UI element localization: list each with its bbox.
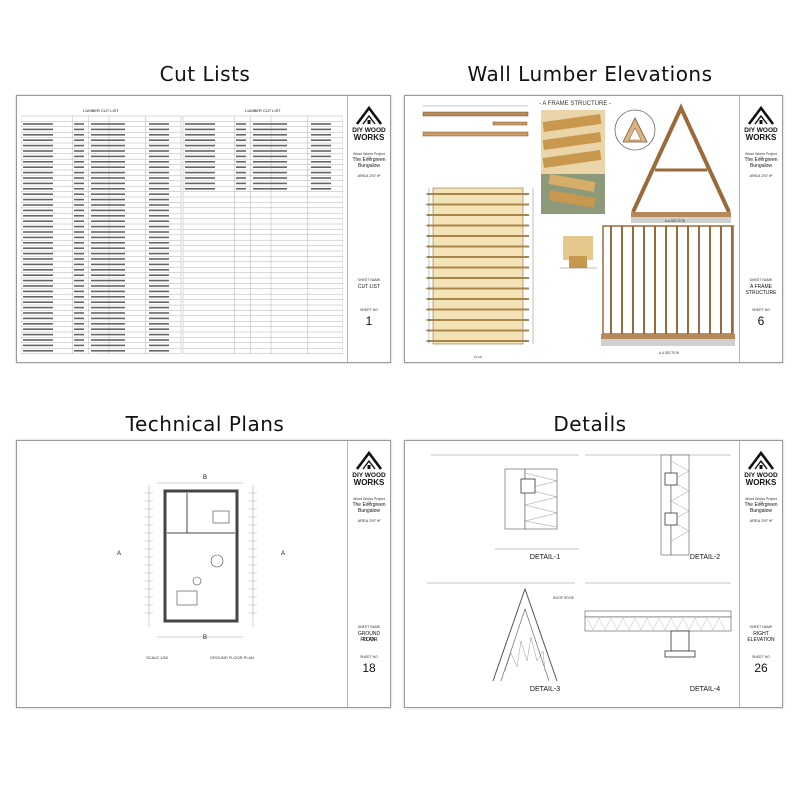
sheet-name-line1: RIGHT bbox=[753, 631, 769, 637]
plan-scale: SCALE 1/50 bbox=[146, 655, 169, 660]
heading-technical-plans: Technical Plans bbox=[125, 412, 285, 436]
details-sheet: ROOF EDGE DETAIL-1 DETAIL-2 DETAIL-3 DET… bbox=[404, 440, 783, 708]
section-marker-a-right: A bbox=[281, 551, 285, 557]
ground-floor-plan-sheet: B B A A SCALE 1/50 GROUND FLOOR PLAN DIY… bbox=[16, 440, 391, 708]
project-area: AREA 297 ft² bbox=[749, 518, 773, 523]
detail-4-drawing bbox=[584, 582, 732, 658]
a-frame-drawing: - A FRAME STRUCTURE - PLAN A-A SECTION A… bbox=[422, 101, 735, 359]
project-prefix: Wood Works Project Of bbox=[745, 497, 777, 505]
joinery-render bbox=[541, 110, 605, 214]
project-prefix: Wood Works Project Of bbox=[353, 152, 385, 160]
plan-title: GROUND FLOOR PLAN bbox=[210, 655, 254, 660]
drawing-title: - A FRAME STRUCTURE - bbox=[539, 101, 611, 107]
project-prefix: Wood Works Project Of bbox=[353, 497, 385, 505]
detail-2-drawing bbox=[585, 454, 731, 556]
sheet-number: 1 bbox=[365, 314, 373, 328]
table-title-right: LUMBER CUT LIST bbox=[245, 108, 281, 113]
sheet-number: 26 bbox=[754, 661, 768, 675]
sheet-name-line2: ELEVATION bbox=[747, 637, 775, 643]
plan-walls bbox=[163, 489, 239, 623]
sheet-name-line1: GROUND FLOOR bbox=[357, 631, 381, 643]
project-name-2: Bungalow bbox=[358, 508, 380, 514]
project-name-2: Bungalow bbox=[750, 163, 772, 169]
sheet-name-label: SHEET NAME bbox=[749, 278, 773, 282]
project-name-2: Bungalow bbox=[358, 163, 380, 169]
heading-wall-lumber-elevations: Wall Lumber Elevations bbox=[467, 62, 713, 86]
detail-1-label: DETAIL-1 bbox=[530, 554, 560, 561]
side-elevation bbox=[601, 225, 735, 346]
sheet-no-label: SHEET NO bbox=[360, 308, 378, 312]
detail-3-drawing: ROOF EDGE bbox=[427, 582, 575, 682]
logo-line1: DIY WOOD bbox=[352, 472, 386, 479]
lumber-cut-list-table: LUMBER CUT LIST LUMBER CUT LIST bbox=[21, 108, 343, 356]
sheet-name-label: SHEET NAME bbox=[357, 625, 381, 629]
sheet-name-line2: STRUCTURE bbox=[745, 290, 777, 296]
section-label: A-A SECTION bbox=[659, 351, 680, 355]
logo-line2: WORKS bbox=[353, 132, 385, 142]
cut-list-sheet: LUMBER CUT LIST LUMBER CUT LIST DIY WOOD… bbox=[16, 95, 391, 363]
sheet-no-label: SHEET NO bbox=[752, 308, 770, 312]
logo-line2: WORKS bbox=[745, 477, 777, 487]
sheet-number: 6 bbox=[757, 314, 765, 328]
roof-edge-label: ROOF EDGE bbox=[553, 596, 575, 600]
detail-3-label: DETAIL-3 bbox=[530, 686, 560, 693]
sheet-no-label: SHEET NO bbox=[752, 655, 770, 659]
project-name-1: The Evergreen bbox=[744, 157, 778, 163]
beam-details bbox=[422, 105, 529, 137]
sheet-name-label: SHEET NAME bbox=[749, 625, 773, 629]
sheet-no-label: SHEET NO bbox=[360, 655, 378, 659]
project-prefix: Wood Works Project Of bbox=[745, 152, 777, 160]
heading-cut-lists: Cut Lists bbox=[159, 62, 251, 86]
section-label-top: A-A SECTION bbox=[665, 219, 686, 223]
detail-4-label: DETAIL-4 bbox=[690, 686, 720, 693]
logo-line1: DIY WOOD bbox=[352, 127, 386, 134]
connection-detail bbox=[560, 236, 597, 269]
section-marker-a-left: A bbox=[117, 551, 121, 557]
sheet-name-label: SHEET NAME bbox=[357, 278, 381, 282]
heading-details: Detaİls bbox=[553, 412, 627, 436]
triangle-connection-detail bbox=[614, 109, 656, 151]
project-area: AREA 297 ft² bbox=[749, 173, 773, 178]
a-frame-structure-sheet: - A FRAME STRUCTURE - PLAN A-A SECTION A… bbox=[404, 95, 783, 363]
project-area: AREA 297 ft² bbox=[357, 518, 381, 523]
sheet-number: 18 bbox=[362, 661, 376, 675]
section-marker-b-top: B bbox=[203, 475, 207, 481]
logo-line2: WORKS bbox=[745, 132, 777, 142]
plan-label: PLAN bbox=[474, 355, 482, 359]
table-grid bbox=[21, 115, 343, 354]
logo-line1: DIY WOOD bbox=[744, 127, 778, 134]
project-name-1: The Evergreen bbox=[744, 502, 778, 508]
project-name-1: The Evergreen bbox=[352, 157, 386, 163]
logo-line2: WORKS bbox=[353, 477, 385, 487]
floor-framing-plan bbox=[425, 187, 534, 345]
project-name-1: The Evergreen bbox=[352, 502, 386, 508]
sheet-name: CUT LIST bbox=[357, 284, 381, 290]
details-drawing: ROOF EDGE DETAIL-1 DETAIL-2 DETAIL-3 DET… bbox=[427, 454, 732, 693]
section-marker-b-bottom: B bbox=[203, 635, 207, 641]
floor-plan-drawing: B B A A SCALE 1/50 GROUND FLOOR PLAN bbox=[117, 475, 285, 660]
project-name-2: Bungalow bbox=[750, 508, 772, 514]
table-title-left: LUMBER CUT LIST bbox=[83, 108, 119, 113]
detail-2-label: DETAIL-2 bbox=[690, 554, 720, 561]
detail-1-drawing bbox=[431, 454, 579, 550]
project-area: AREA 297 ft² bbox=[357, 173, 381, 178]
sheet-name-line2: PLAN bbox=[362, 637, 376, 643]
sheet-name-line1: A FRAME bbox=[750, 284, 772, 290]
logo-line1: DIY WOOD bbox=[744, 472, 778, 479]
